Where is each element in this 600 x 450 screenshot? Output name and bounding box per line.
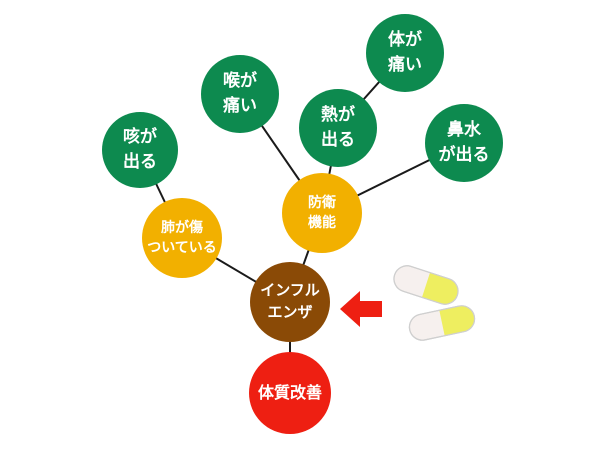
node-cough: 咳が 出る [102, 112, 178, 188]
node-constitution: 体質改善 [249, 352, 331, 434]
node-influenza-label: インフル エンザ [260, 281, 320, 321]
node-throat: 喉が 痛い [201, 55, 279, 133]
node-defense: 防衛 機能 [282, 173, 362, 253]
node-runny-nose-label: 鼻水 が出る [438, 120, 490, 165]
node-body-pain-label: 体が 痛い [388, 30, 422, 75]
node-cough-label: 咳が 出る [123, 127, 157, 172]
node-runny-nose: 鼻水 が出る [425, 104, 503, 182]
node-throat-label: 喉が 痛い [223, 71, 257, 116]
node-defense-label: 防衛 機能 [308, 194, 336, 231]
node-lung: 肺が傷 ついている [142, 198, 222, 278]
node-body-pain: 体が 痛い [366, 14, 444, 92]
node-constitution-label: 体質改善 [257, 383, 322, 403]
node-fever-label: 熱が 出る [321, 105, 355, 150]
node-fever: 熱が 出る [299, 89, 377, 167]
node-influenza: インフル エンザ [250, 262, 330, 342]
node-lung-label: 肺が傷 ついている [147, 219, 217, 256]
